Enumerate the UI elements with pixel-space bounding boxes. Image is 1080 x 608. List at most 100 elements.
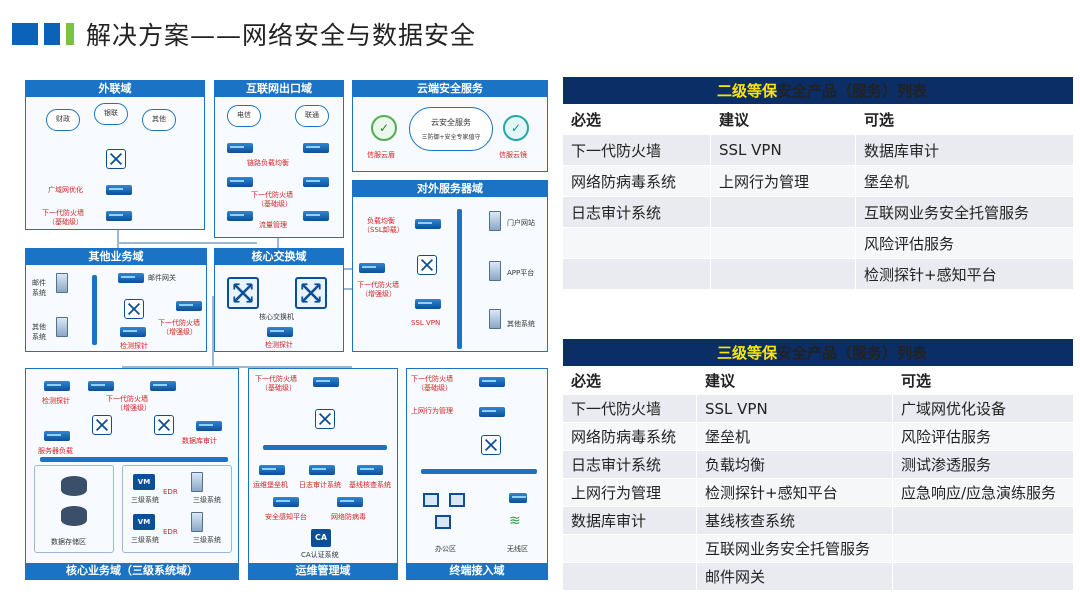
table-row: 邮件网关 (562, 562, 1074, 591)
storage-area: 数据存储区 (34, 465, 114, 553)
server-lb-label: 服务器负载 (38, 447, 73, 455)
zone-title: 核心业务域（三级系统域） (26, 563, 238, 579)
pc-icon (449, 493, 465, 507)
firewall-device-icon (313, 377, 339, 387)
zone-title: 其他业务域 (26, 249, 206, 265)
flow-mgmt-label: 流量管理 (259, 221, 287, 229)
brand-square-icon (12, 23, 38, 45)
table-row: 互联网业务安全托管服务 (562, 534, 1074, 563)
sec-aware-label: 安全感知平台 (265, 513, 307, 521)
baseline-device-icon (357, 465, 383, 475)
table-cell: 互联网业务安全托管服务 (696, 534, 893, 563)
antivirus-device-icon (337, 497, 363, 507)
table-cell (562, 227, 711, 259)
ca-icon: CA (311, 529, 331, 547)
other-sys-label: 其他 (32, 323, 46, 331)
zone-title: 核心交换域 (215, 249, 343, 265)
cloud-icon: 电信 (227, 105, 261, 127)
table-cell: 日志审计系统 (562, 450, 697, 479)
database-icon (61, 476, 87, 496)
ngfw-level-label: （增强级） (361, 290, 396, 298)
col-header-suggested: 建议 (710, 104, 856, 135)
table-row: 日志审计系统 负载均衡 测试渗透服务 (562, 450, 1074, 479)
table-cell: 风险评估服务 (855, 227, 1074, 259)
ap-device-icon (509, 493, 527, 503)
system-label: 系统 (32, 333, 46, 341)
table-cell (892, 506, 1074, 535)
server-icon (489, 211, 501, 231)
cloud-sec-label: 云安全服务 (431, 118, 471, 127)
table-cell (892, 562, 1074, 591)
ngfw-level-label: （增强级） (162, 328, 197, 336)
level3-system-label: 三级系统 (193, 496, 221, 504)
mail-system-label: 邮件 (32, 279, 46, 287)
zone-core-switch: 核心交换域 核心交换机 检测探针 (214, 248, 344, 352)
zone-internet-exit: 互联网出口域 电信 联通 链路负载均衡 下一代防火墙 （基础级） 流量管理 (214, 80, 344, 238)
link-lb-label: 链路负载均衡 (247, 159, 289, 167)
ngfw-label: 下一代防火墙 (357, 281, 399, 289)
table-title: 二级等保安全产品（服务）列表 (562, 76, 1074, 105)
sec-aware-device-icon (273, 497, 299, 507)
table-cell: 上网行为管理 (710, 165, 856, 197)
level2-product-table: 二级等保安全产品（服务）列表 必选 建议 可选 下一代防火墙 SSL VPN 数… (562, 76, 1074, 290)
zone-title: 外联域 (26, 81, 204, 97)
col-header-required: 必选 (562, 104, 711, 135)
edr-label: EDR (163, 528, 178, 536)
yundun-label: 信服云盾 (367, 151, 395, 159)
zone-other-business: 其他业务域 邮件 系统 其他 系统 邮件网关 下一代防火墙 （增强级） 检测探针 (25, 248, 207, 352)
table-cell (562, 534, 697, 563)
table-cell: 网络防病毒系统 (562, 422, 697, 451)
connector-line (117, 224, 119, 254)
table-cell: 广域网优化设备 (892, 394, 1074, 423)
table-cell (710, 196, 856, 228)
core-switch-icon (227, 277, 259, 309)
ngfw-label: 下一代防火墙 (255, 375, 297, 383)
connector-line (212, 296, 214, 366)
cloud-icon: 财政 (46, 109, 80, 131)
ngfw-level-label: （基础级） (417, 384, 452, 392)
table-title-highlight: 二级等保 (716, 82, 777, 100)
ngfw-level-label: （基础级） (257, 200, 292, 208)
table-cell (892, 534, 1074, 563)
firewall-device-icon (150, 381, 176, 391)
pc-icon (423, 493, 439, 507)
probe-label: 检测探针 (265, 341, 293, 349)
ngfw-label: 下一代防火墙 (251, 191, 293, 199)
ssl-vpn-label: SSL VPN (411, 319, 441, 327)
flow-mgmt-device-icon (303, 211, 329, 221)
bastion-label: 运维堡垒机 (253, 481, 288, 489)
server-lb-device-icon (44, 431, 70, 441)
vm-icon: VM (133, 474, 155, 490)
server-icon (56, 317, 68, 337)
db-audit-device-icon (196, 421, 222, 431)
table-cell: 日志审计系统 (562, 196, 711, 228)
level3-system-label: 三级系统 (131, 536, 159, 544)
table-cell: 网络防病毒系统 (562, 165, 711, 197)
router-device-icon (227, 143, 253, 153)
table-cell: 检测探针+感知平台 (696, 478, 893, 507)
bastion-device-icon (259, 465, 285, 475)
probe-device-icon (120, 327, 146, 337)
table-row: 上网行为管理 检测探针+感知平台 应急响应/应急演练服务 (562, 478, 1074, 507)
table-cell: 数据库审计 (562, 506, 697, 535)
table-row: 下一代防火墙 SSL VPN 数据库审计 (562, 134, 1074, 166)
table-cell: 下一代防火墙 (562, 394, 697, 423)
table-cell (562, 258, 711, 290)
level3-product-table: 三级等保安全产品（服务）列表 必选 建议 可选 下一代防火墙 SSL VPN 广… (562, 338, 1074, 591)
brand-square-icon (44, 23, 60, 45)
table-title-rest: 安全产品（服务）列表 (777, 82, 928, 100)
ca-system-label: CA认证系统 (301, 551, 339, 559)
network-topology-diagram: 外联域 财政 银联 其他 广域网优化 下一代防火墙 （基础级） 互联网出口域 电… (22, 78, 552, 583)
cloud-icon: 其他 (142, 109, 176, 131)
server-bus (92, 275, 97, 345)
col-header-required: 必选 (562, 366, 697, 395)
table-cell: 测试渗透服务 (892, 450, 1074, 479)
table-cell: 数据库审计 (855, 134, 1074, 166)
office-area-label: 办公区 (435, 545, 456, 553)
portal-label: 门户网站 (507, 219, 535, 227)
zone-title: 云端安全服务 (353, 81, 547, 97)
behavior-mgmt-device-icon (479, 407, 505, 417)
table-row: 网络防病毒系统 堡垒机 风险评估服务 (562, 422, 1074, 451)
table-cell: SSL VPN (696, 394, 893, 423)
level3-system-label: 三级系统 (193, 536, 221, 544)
